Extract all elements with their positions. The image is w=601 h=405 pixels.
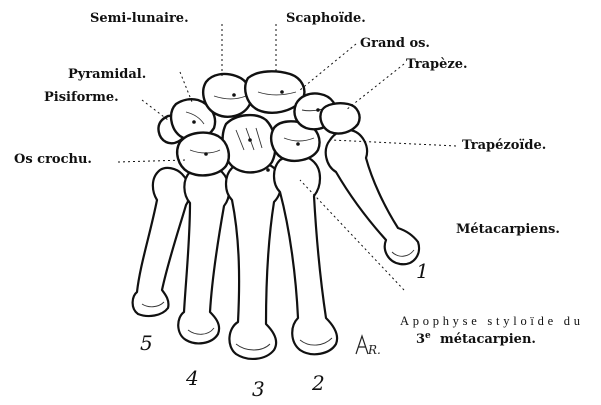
- artist-signature: R.: [356, 336, 381, 357]
- marker-dot: [296, 142, 300, 146]
- leader-grand-os: [300, 44, 356, 90]
- label-scaphoide: Scaphoïde.: [286, 11, 366, 26]
- label-os-crochu: Os crochu.: [14, 152, 92, 167]
- label-grand-os: Grand os.: [360, 36, 430, 51]
- label-pisiforme: Pisiforme.: [44, 90, 119, 105]
- digit-number-1: 1: [416, 259, 429, 283]
- metacarpal-4: [178, 167, 229, 344]
- os-crochu-bone: [177, 133, 229, 176]
- caption-sup: 3e: [416, 331, 431, 347]
- svg-text:R.: R.: [367, 343, 381, 357]
- marker-dot: [192, 120, 196, 124]
- leader-trapeze: [346, 64, 404, 110]
- caption-line-1: Apophyse styloïde du: [400, 314, 581, 328]
- digit-number-5: 5: [140, 331, 153, 355]
- leader-os-crochu: [118, 160, 186, 162]
- label-trapezoide: Trapézoïde.: [462, 138, 546, 153]
- marker-dot: [280, 90, 284, 94]
- marker-dot: [204, 152, 208, 156]
- metacarpal-3: [226, 161, 281, 359]
- metacarpal-1: [326, 130, 419, 265]
- label-pyramidal: Pyramidal.: [68, 67, 146, 82]
- grand-os-bone: [223, 115, 276, 172]
- thumb-joint-outline: [320, 103, 359, 133]
- digit-number-2: 2: [311, 371, 325, 395]
- metacarpal-5: [133, 168, 190, 316]
- marker-dot: [248, 138, 252, 142]
- semi-lunaire-bone: [203, 74, 251, 117]
- caption-line-2: métacarpien.: [440, 332, 536, 347]
- label-metacarpiens: Métacarpiens.: [456, 222, 560, 237]
- label-semi-lunaire: Semi-lunaire.: [90, 11, 189, 26]
- digit-number-3: 3: [252, 377, 265, 401]
- marker-dot: [266, 168, 270, 172]
- leader-pyramidal: [180, 72, 192, 102]
- digit-number-4: 4: [185, 366, 199, 390]
- metacarpal-2: [274, 155, 337, 354]
- label-trapeze: Trapèze.: [406, 57, 468, 72]
- marker-dot: [232, 93, 236, 97]
- marker-dot: [316, 108, 320, 112]
